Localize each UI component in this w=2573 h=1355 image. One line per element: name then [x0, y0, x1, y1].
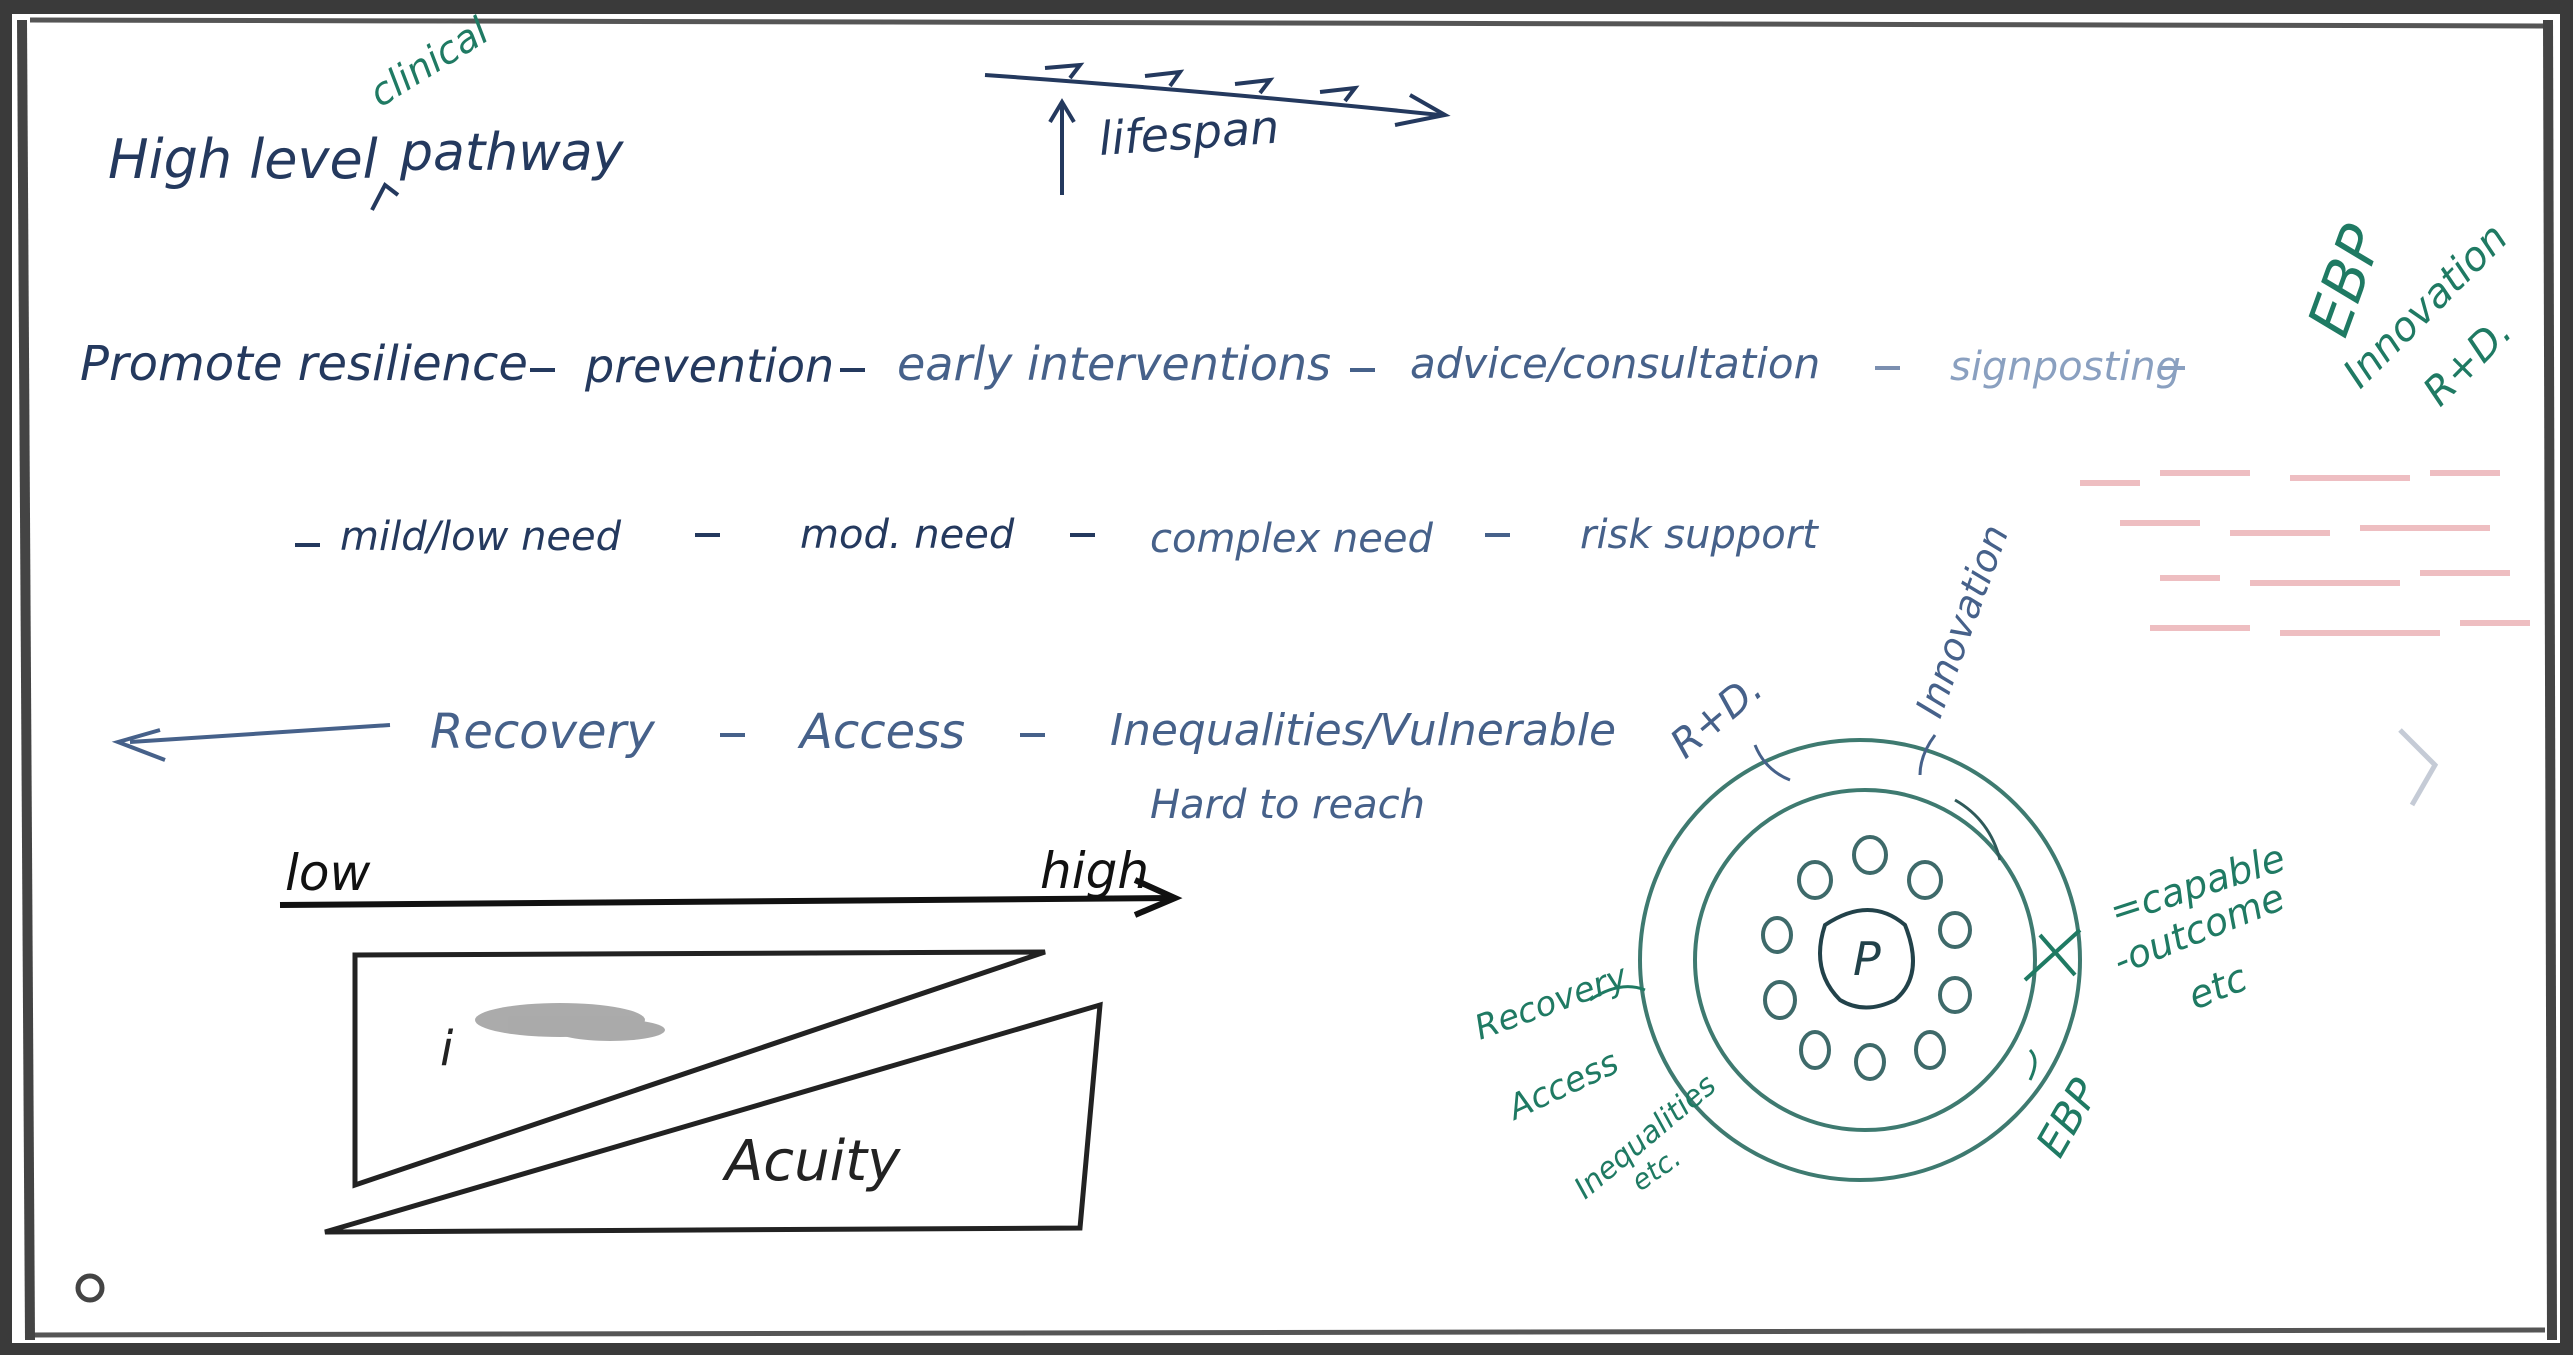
access-item-hard-to-reach: Hard to reach	[1150, 782, 1425, 828]
side-note: EBP Innovation R+D.	[2294, 215, 2521, 807]
small-arrow-icon	[1044, 62, 1085, 80]
outer-label-rd: R+D.	[1662, 665, 1772, 768]
chevron-right-icon	[2398, 728, 2439, 807]
small-arrow-icon	[1234, 77, 1275, 95]
outer-label-innovation: Innovation	[1907, 519, 2017, 723]
acuity-high-label: high	[1040, 842, 1149, 900]
left-label: Recovery	[1469, 956, 1633, 1048]
lifespan-diagram	[984, 62, 1451, 195]
bottom-right-label: EBP	[2026, 1070, 2109, 1165]
continuum-item: signposting	[1950, 344, 2181, 390]
need-item: complex need	[1150, 516, 1434, 562]
access-item-inequalities: Inequalities/Vulnerable	[1110, 705, 1616, 756]
acuity-lower-label: Acuity	[722, 1129, 901, 1194]
erased-text-smudge	[475, 1003, 665, 1041]
up-arrow-icon	[1048, 98, 1076, 195]
access-item-recovery: Recovery	[430, 704, 655, 760]
right-label: etc	[2182, 955, 2253, 1018]
acuity-low-label: low	[285, 844, 370, 902]
person-dots	[1761, 835, 1972, 1081]
continuum-item: Promote resilience	[80, 336, 528, 392]
left-label: Access	[1500, 1042, 1625, 1129]
need-item: mild/low need	[340, 514, 622, 560]
lifespan-label: lifespan	[1097, 100, 1281, 166]
center-blob	[1818, 908, 1915, 1010]
continuum-item: prevention	[584, 339, 834, 393]
small-arrow-icon	[1319, 85, 1360, 103]
heading-tail: pathway	[399, 123, 625, 183]
access-row: Recovery Access Inequalities/Vulnerable …	[111, 704, 1616, 828]
leader-line	[2028, 1048, 2037, 1081]
lower-wedge	[324, 1001, 1103, 1235]
magnet-icon	[75, 1273, 105, 1303]
inner-circle	[1693, 788, 2037, 1132]
faded-marks	[2080, 470, 2530, 636]
access-item-access: Access	[797, 704, 965, 760]
inner-leader	[1954, 798, 2002, 861]
heading: High level clinical pathway	[108, 8, 625, 211]
leader-line	[1918, 734, 1937, 776]
need-row: mild/low need mod. need complex need ris…	[295, 512, 1819, 562]
leader-line	[1589, 985, 1646, 1002]
need-item: risk support	[1580, 512, 1819, 558]
continuum-row: Promote resilience prevention early inte…	[80, 336, 2185, 393]
acuity-chart: low high i Acuity	[279, 842, 1183, 1235]
lifespan-arrowhead-icon	[1394, 93, 1451, 127]
left-arrow-icon	[111, 723, 391, 762]
heading-insert: clinical	[361, 8, 496, 115]
center-label: P	[1853, 932, 1881, 986]
continuum-item: early interventions	[897, 337, 1331, 391]
low-high-arrow	[279, 895, 1171, 908]
leader-line	[1753, 744, 1791, 782]
outer-circle	[1638, 738, 2082, 1182]
acuity-upper-label: i	[440, 1021, 454, 1077]
connector-mark	[2023, 928, 2082, 982]
caret-mark	[370, 181, 400, 211]
upper-wedge	[352, 949, 1046, 1189]
continuum-item: advice/consultation	[1410, 339, 1820, 388]
arrowhead-icon	[1133, 877, 1183, 918]
heading-text: High level	[108, 128, 378, 191]
small-arrow-icon	[1144, 69, 1185, 88]
lifespan-line	[984, 73, 1441, 117]
circle-diagram: P R+D. Innovation =capable -outcome etc …	[1469, 519, 2290, 1206]
need-item: mod. need	[800, 512, 1015, 558]
